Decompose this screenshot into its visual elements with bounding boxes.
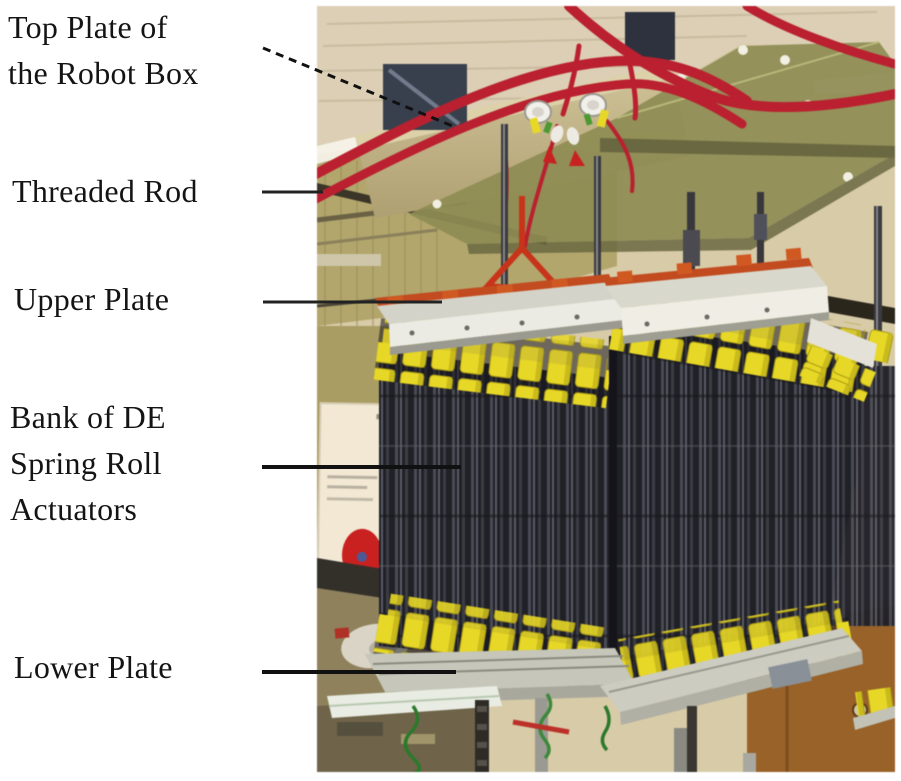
- bank-gap-shadow: [609, 336, 619, 666]
- green-wire: [403, 704, 422, 772]
- hv-connectors: [524, 93, 609, 166]
- label-lower-plate: Lower Plate: [14, 644, 173, 690]
- label-bank-of-de-spring-roll-actuators: Bank of DE Spring Roll Actuators: [10, 394, 166, 532]
- label-line: Lower Plate: [14, 649, 173, 685]
- label-threaded-rod: Threaded Rod: [12, 168, 198, 214]
- upper-plate-left: [375, 274, 624, 355]
- croc-clip: [569, 150, 585, 166]
- label-line: Upper Plate: [14, 281, 170, 317]
- supports-and-wires: [403, 693, 756, 772]
- rod-coupler: [683, 230, 700, 266]
- lower-plate-right: [600, 628, 863, 725]
- top-plate: [409, 41, 895, 254]
- label-line: Threaded Rod: [12, 173, 198, 209]
- upper-plate-right: [603, 247, 877, 402]
- lower-plate-left: [327, 648, 636, 718]
- rod-coupler: [754, 214, 767, 240]
- gray-clamp: [768, 659, 812, 689]
- actuator-bank-left: [373, 312, 617, 694]
- label-line: Spring Roll: [10, 445, 162, 481]
- red-rigging-frame: [474, 196, 572, 303]
- label-upper-plate: Upper Plate: [14, 276, 169, 322]
- label-line: Bank of DE: [10, 399, 166, 435]
- red-wire: [512, 719, 570, 735]
- label-line: Top Plate of: [8, 9, 168, 45]
- label-line: Actuators: [10, 491, 138, 527]
- figure-photo: [317, 6, 895, 772]
- green-wire: [600, 705, 611, 752]
- red-cables: [317, 6, 895, 248]
- threaded-rods: [474, 124, 882, 366]
- label-line: the Robot Box: [8, 55, 199, 91]
- croc-clip: [543, 146, 557, 164]
- label-top-plate-of-robot-box: Top Plate of the Robot Box: [8, 4, 199, 96]
